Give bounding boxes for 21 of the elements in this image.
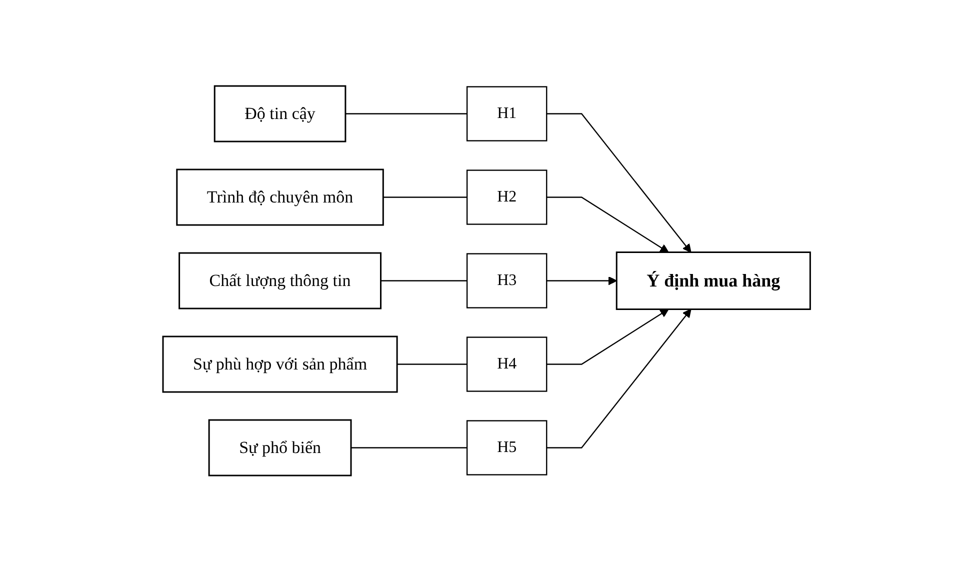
- node-box: Sự phù hợp với sản phẩm: [162, 336, 398, 393]
- arrow: [547, 113, 692, 253]
- node-box: Chất lượng thông tin: [178, 252, 382, 310]
- arrow: [547, 276, 618, 286]
- node-box: H2: [466, 170, 548, 226]
- node-box: Trình độ chuyên môn: [176, 169, 384, 226]
- arrow: [547, 309, 692, 449]
- connector: [397, 364, 468, 366]
- connector: [346, 113, 468, 115]
- node-box: Ý định mua hàng: [616, 252, 812, 310]
- arrow: [547, 196, 670, 253]
- connector: [381, 280, 468, 282]
- connector: [351, 447, 468, 449]
- node-box: H1: [466, 86, 548, 142]
- connector: [384, 196, 468, 198]
- node-box: H5: [466, 420, 548, 476]
- node-box: H3: [466, 253, 548, 309]
- arrow: [547, 309, 670, 366]
- node-box: Độ tin cậy: [214, 86, 347, 142]
- node-box: Sự phổ biến: [208, 420, 352, 476]
- node-box: H4: [466, 336, 548, 392]
